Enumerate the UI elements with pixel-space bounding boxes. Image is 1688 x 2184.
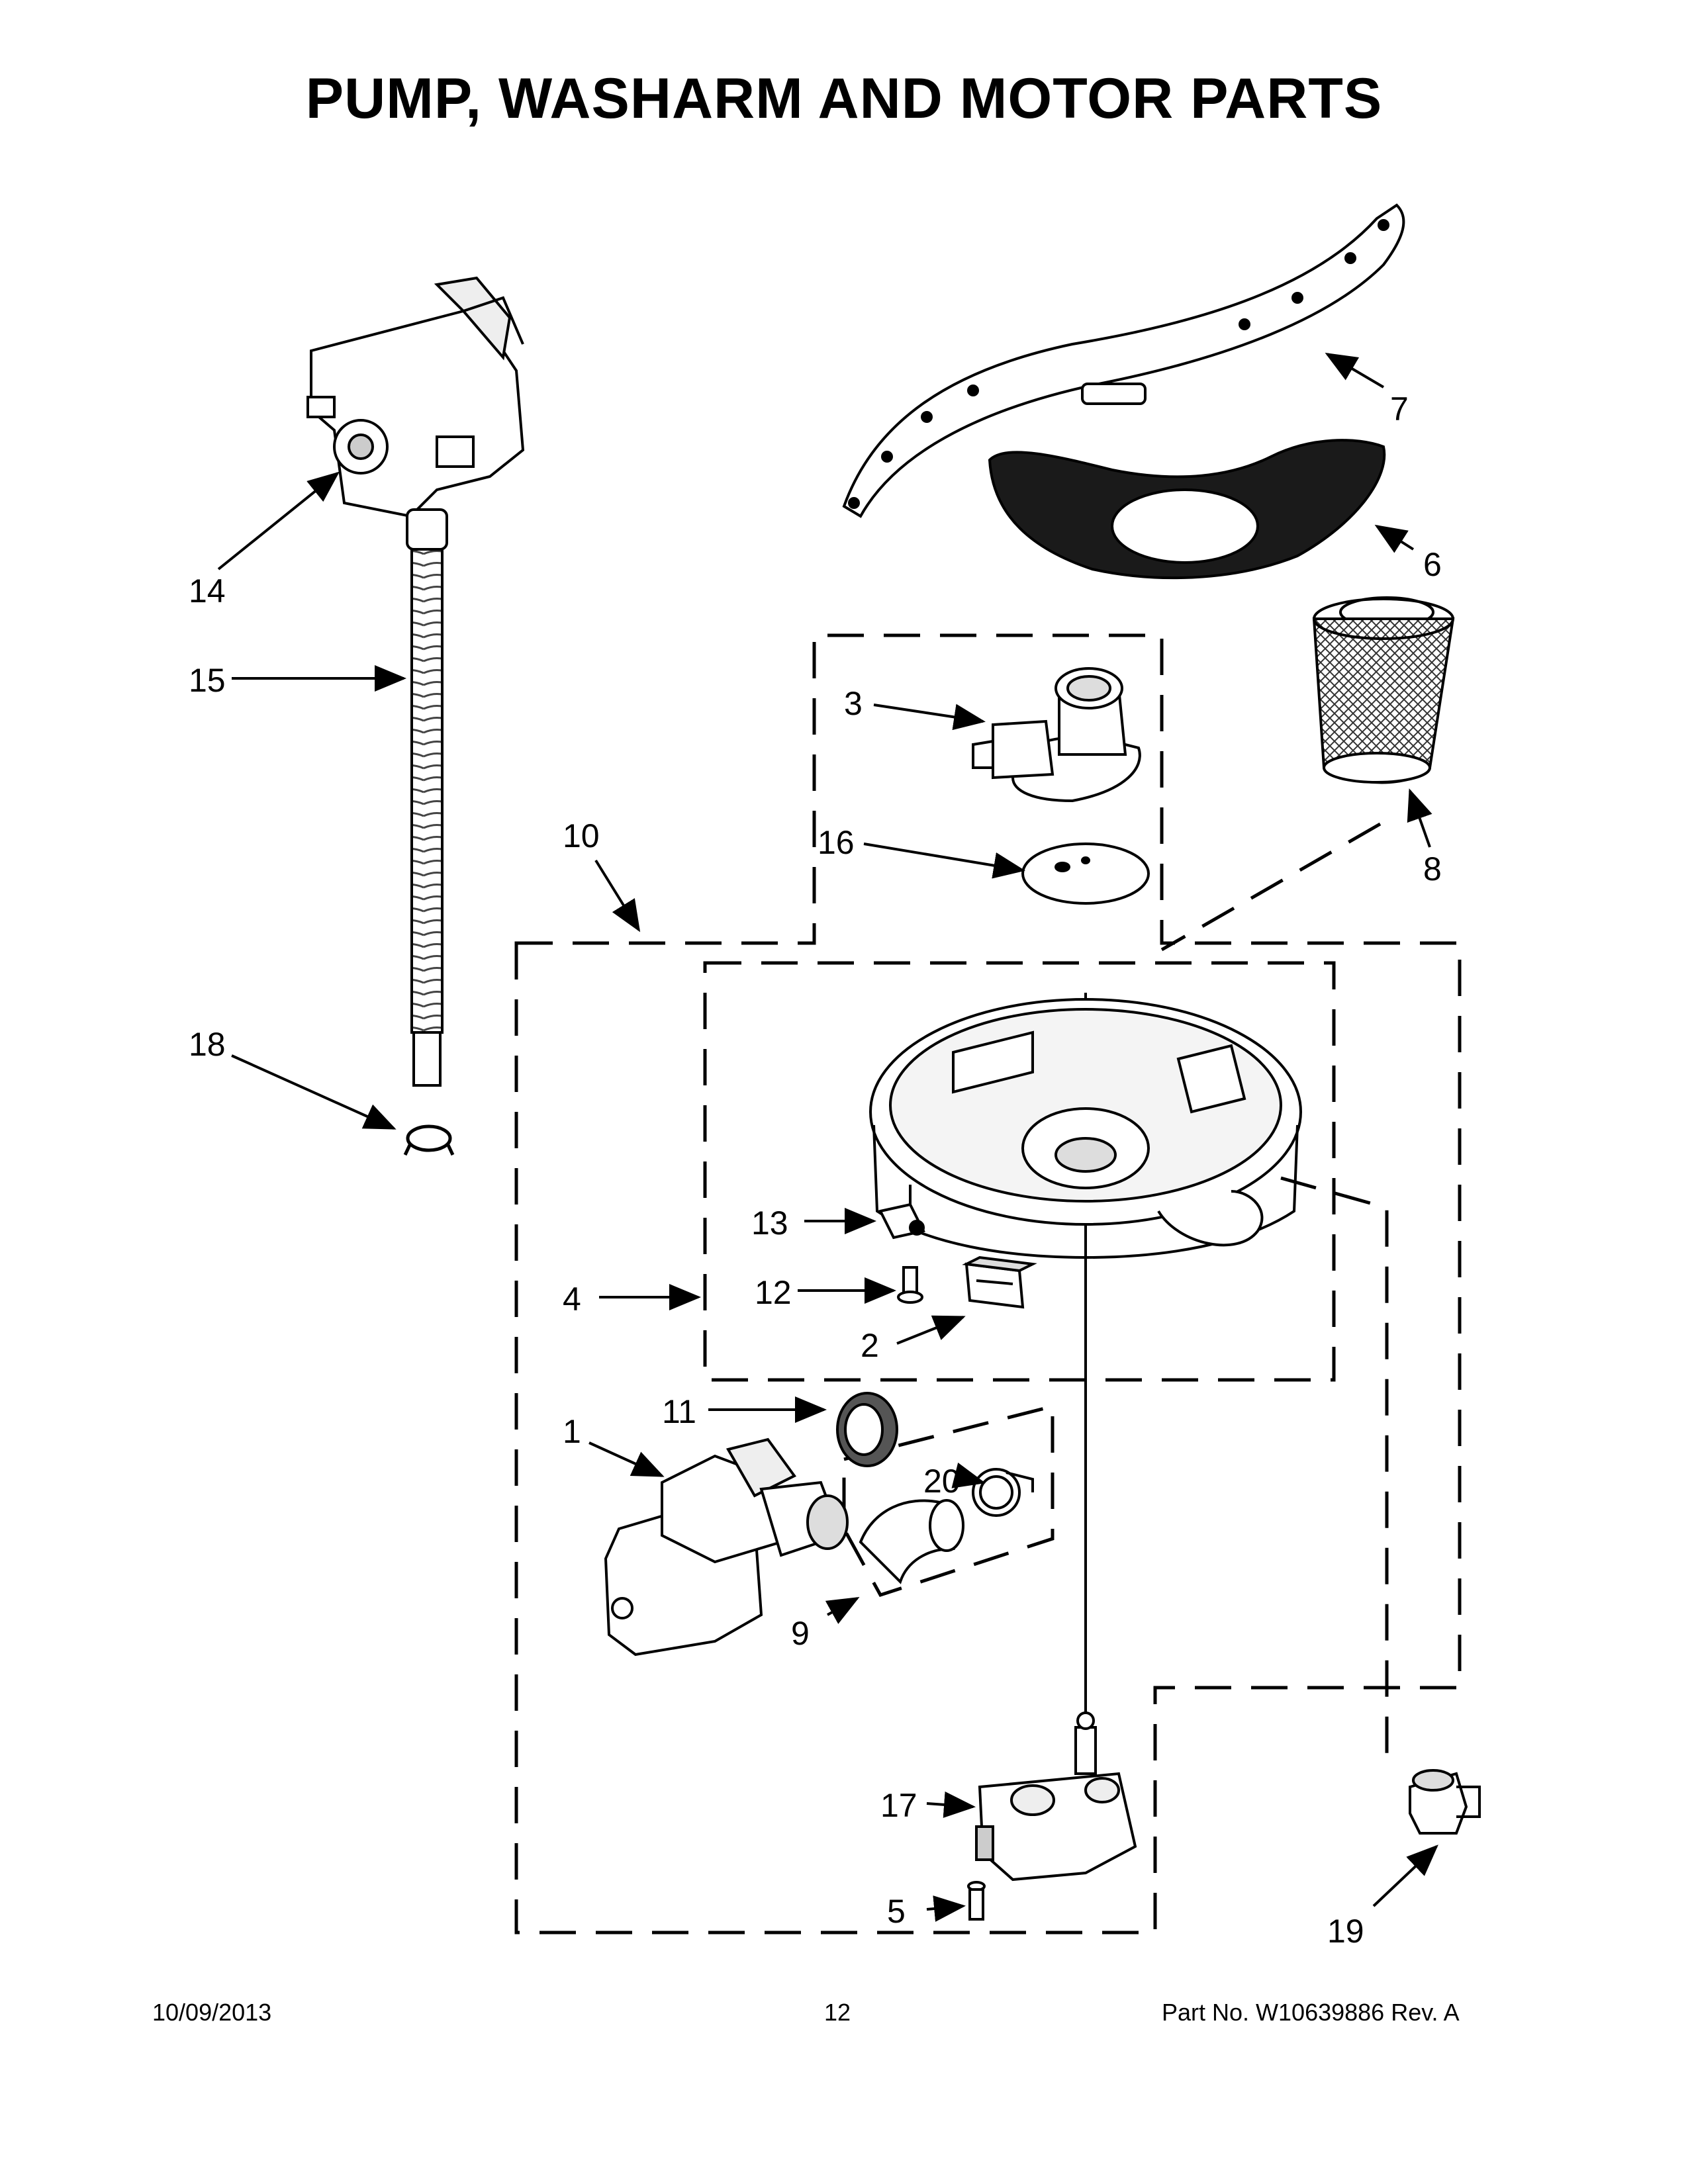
callout-arrows <box>217 352 1438 1922</box>
callout-7: 7 <box>1390 390 1409 428</box>
assembly-10-outline <box>514 633 1462 1934</box>
footer-part-number: Part No. W10639886 Rev. A <box>1162 1999 1460 2026</box>
part-18-clamp <box>403 1124 455 1156</box>
callout-13: 13 <box>751 1205 788 1242</box>
callout-8: 8 <box>1423 850 1442 887</box>
callout-17: 17 <box>880 1787 917 1824</box>
arrow-2 <box>896 1315 966 1345</box>
part-12-screw <box>897 1266 923 1304</box>
callout-14: 14 <box>189 572 226 610</box>
leader-19-dashed <box>1280 1176 1389 1764</box>
arrow-3 <box>873 704 986 731</box>
sump-assembly <box>869 998 1302 1259</box>
part-7-spray-arm <box>842 203 1405 518</box>
arrow-6 <box>1374 524 1415 553</box>
footer-date: 10/09/2013 <box>152 1999 272 2026</box>
callout-6: 6 <box>1423 546 1442 583</box>
arrow-1 <box>588 1441 665 1477</box>
part-11-seal <box>836 1392 898 1467</box>
assembly-9-outline <box>842 1404 1055 1598</box>
callout-11: 11 <box>662 1393 696 1430</box>
arrow-8 <box>1407 788 1432 848</box>
part-2-block <box>962 1255 1037 1309</box>
part-5-screw <box>967 1881 986 1921</box>
assembly-boundaries <box>514 633 1462 1934</box>
callout-4: 4 <box>563 1281 581 1318</box>
part-3-diverter <box>972 667 1141 803</box>
callout-3: 3 <box>844 685 863 722</box>
callout-2: 2 <box>861 1327 879 1364</box>
callout-12: 12 <box>755 1274 792 1311</box>
part-14-housing <box>306 276 525 518</box>
assembly-4-outline <box>703 961 1336 1382</box>
arrow-5 <box>926 1895 966 1922</box>
callout-16: 16 <box>818 824 855 861</box>
arrow-9 <box>825 1597 860 1624</box>
arrow-14 <box>217 471 340 570</box>
arrow-19 <box>1372 1844 1438 1907</box>
callout-20: 20 <box>923 1463 961 1500</box>
callout-labels: 1 2 3 4 5 6 7 8 9 10 11 12 13 14 15 16 1… <box>189 390 1442 1950</box>
part-17-actuator <box>975 1711 1137 1882</box>
part-6-filter-plate <box>988 439 1386 580</box>
arrow-10 <box>594 859 641 933</box>
callout-15: 15 <box>189 662 226 699</box>
part-16-disc <box>1021 842 1150 905</box>
callout-18: 18 <box>189 1026 226 1063</box>
arrow-18 <box>231 1054 397 1130</box>
part-15-hose <box>406 508 448 1087</box>
arrow-7 <box>1325 352 1385 388</box>
part-9-elbow <box>859 1499 964 1584</box>
footer-page-number: 12 <box>824 1999 851 2026</box>
part-8-mesh-filter <box>1312 596 1455 784</box>
callout-5: 5 <box>887 1893 906 1930</box>
callout-1: 1 <box>563 1413 581 1450</box>
part-19-sensor <box>1409 1769 1481 1835</box>
arrow-20 <box>951 1462 986 1488</box>
part-1-motor <box>604 1437 849 1657</box>
part-20-clamp <box>972 1468 1034 1517</box>
callout-19: 19 <box>1327 1913 1364 1950</box>
arrow-16 <box>863 842 1025 879</box>
callout-10: 10 <box>563 817 600 854</box>
page-title: PUMP, WASHARM AND MOTOR PARTS <box>305 67 1383 130</box>
part-13-connector <box>878 1185 925 1240</box>
leader-8-dashed <box>1160 822 1382 952</box>
arrow-17 <box>926 1791 976 1818</box>
callout-9: 9 <box>791 1615 810 1652</box>
